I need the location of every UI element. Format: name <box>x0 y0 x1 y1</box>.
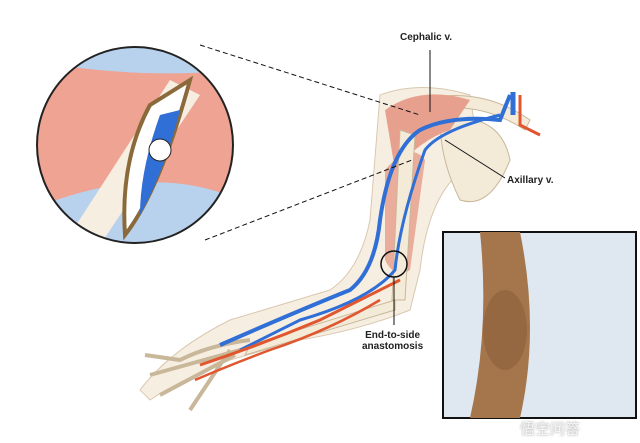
anastomosis-label-line1: End-to-side <box>365 330 421 341</box>
brachial-artery <box>199 95 541 367</box>
basilic-vein <box>239 113 501 352</box>
hand-bones <box>144 338 251 412</box>
cephalic-vein-label: Cephalic v. <box>400 32 453 43</box>
anastomosis-label: End-to-side anastomosis <box>362 330 423 352</box>
anastomosis-label-line2: anastomosis <box>362 341 424 352</box>
axillary-vein-label: Axillary v. <box>507 175 554 186</box>
photo-inset <box>442 231 637 419</box>
watermark: 悟空问答 <box>520 420 581 438</box>
magnified-inset <box>37 47 233 243</box>
inset-border <box>36 46 234 244</box>
scapula <box>439 117 511 202</box>
radial-artery <box>194 298 381 382</box>
cephalic-vein <box>219 94 512 347</box>
